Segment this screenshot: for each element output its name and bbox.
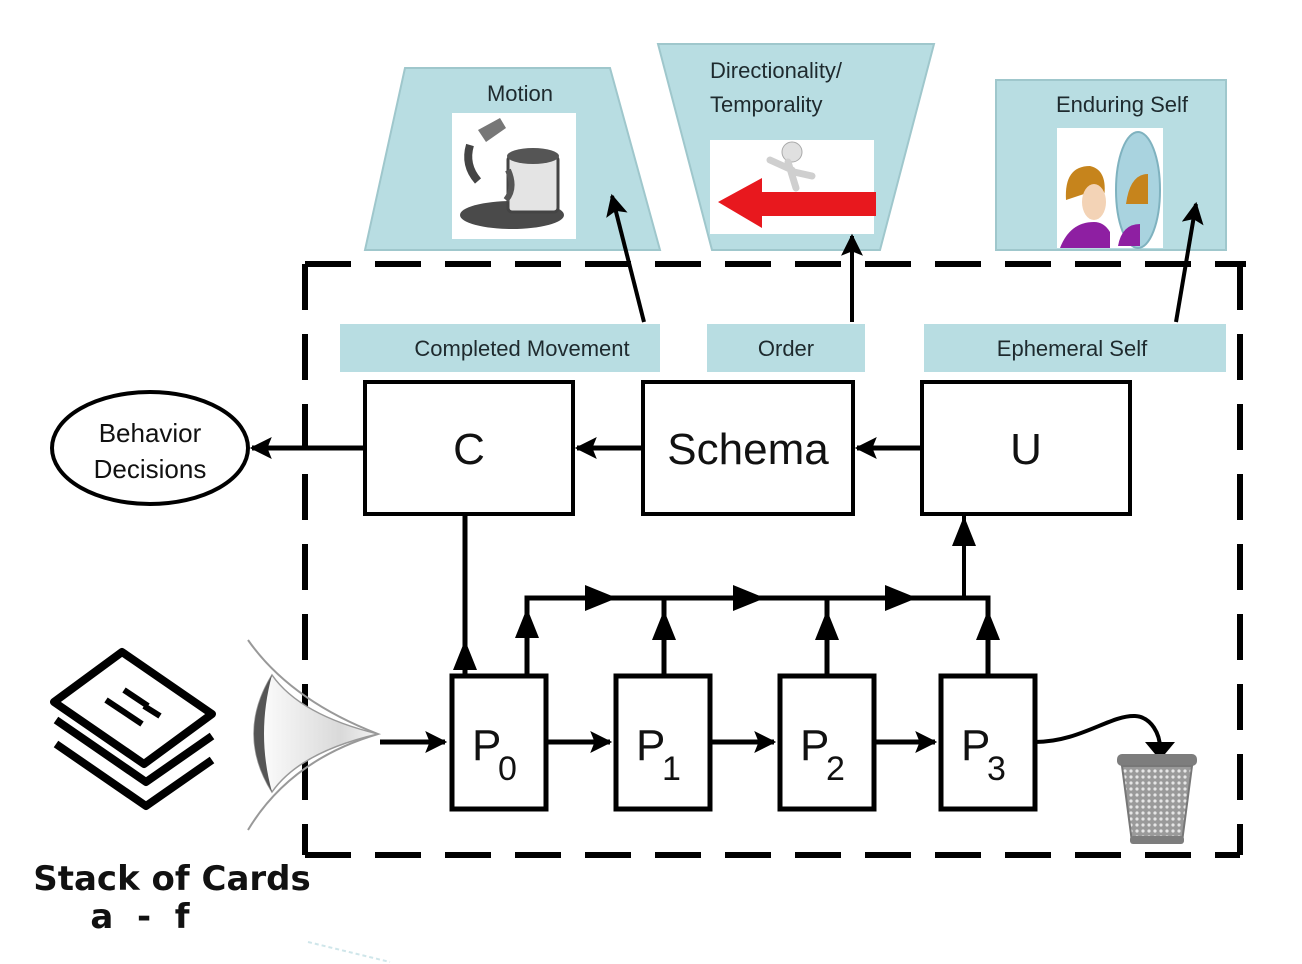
eye-icon [247,639,382,831]
svg-text:P: P [961,721,990,770]
tag-ephemeral-self: Ephemeral Self [924,324,1226,372]
directionality-label-line2: Temporality [710,92,822,117]
stack-of-cards-label: Stack of Cards [33,859,311,899]
processor-p3: P 3 [938,673,1038,812]
svg-text:Order: Order [758,336,814,361]
svg-text:Schema: Schema [667,425,829,474]
enduring-self-panel: Enduring Self [995,79,1227,251]
svg-text:3: 3 [987,750,1006,788]
svg-text:P: P [472,721,501,770]
cards-range-label: a - f [90,897,190,937]
box-schema: Schema [641,380,855,516]
box-c: C [363,380,575,516]
paint-spill-illustration [452,113,576,239]
svg-text:2: 2 [826,750,845,788]
directionality-label-line1: Directionality/ [710,58,843,83]
motion-label: Motion [487,81,553,106]
processor-p1: P 1 [613,673,713,812]
svg-text:0: 0 [498,750,517,788]
directionality-panel: Directionality/ Temporality [656,43,936,251]
card-stack-icon [50,648,216,810]
svg-text:1: 1 [662,750,681,788]
processor-bus [453,514,1000,676]
tag-order: Order [707,324,865,372]
svg-text:P: P [800,721,829,770]
arrow-ephemeral-to-enduring [1174,201,1204,323]
behavior-decisions-node: Behavior Decisions [50,390,250,506]
processor-p0: P 0 [449,673,549,812]
p0-to-c-arrowhead [453,640,477,670]
svg-text:Behavior: Behavior [99,418,202,448]
svg-text:P: P [636,721,665,770]
motion-panel: Motion [363,67,662,251]
svg-text:U: U [1010,425,1042,474]
processor-p2: P 2 [777,673,877,812]
box-u: U [920,380,1132,516]
enduring-self-label: Enduring Self [1056,92,1189,117]
svg-text:Ephemeral Self: Ephemeral Self [997,336,1148,361]
faint-artifact-line [307,941,391,963]
woman-mirror-illustration [1057,128,1163,249]
wastebasket-icon [1117,754,1197,844]
tag-completed-movement: Completed Movement [340,324,660,372]
arrow-completed-to-motion [606,193,646,323]
svg-text:Decisions: Decisions [94,454,207,484]
discard-arrowhead [1145,742,1175,760]
svg-text:C: C [453,425,485,474]
discard-curve [1034,713,1162,749]
svg-text:Completed Movement: Completed Movement [414,336,629,361]
person-on-red-arrow-illustration [710,140,876,234]
